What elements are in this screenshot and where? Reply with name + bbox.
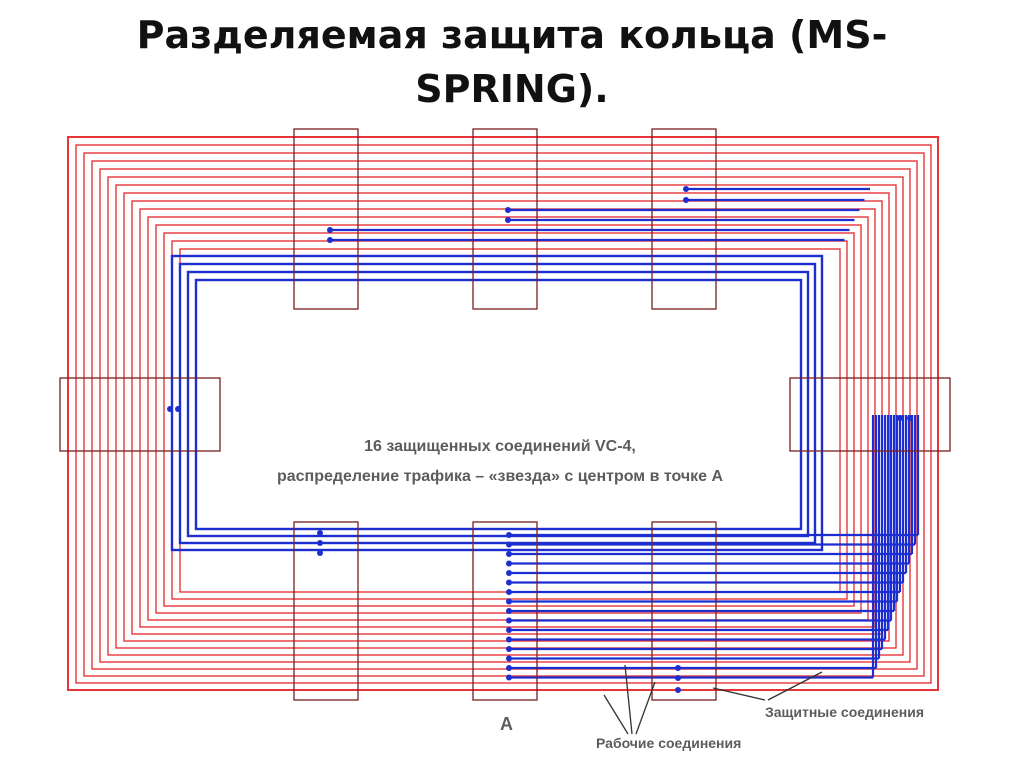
protection-ring [75, 144, 932, 684]
connection-dot [675, 675, 681, 681]
connection-dot [506, 665, 512, 671]
connection-dot [317, 530, 323, 536]
protection-ring [147, 216, 869, 621]
slide-title: Разделяемая защита кольца (MS-SPRING). [40, 8, 984, 116]
connection-dot [505, 207, 511, 213]
ring-node-box [293, 521, 359, 701]
protection-ring [163, 232, 855, 607]
connection-dot [506, 541, 512, 548]
connection-dot [175, 406, 181, 412]
connection-dot [317, 550, 323, 556]
working-leader-line [624, 664, 633, 735]
connection-dot [167, 406, 173, 412]
working-leader-line [635, 681, 656, 735]
working-connections-label: Рабочие соединения [596, 735, 742, 751]
center-caption-line1: 16 защищенных соединений VC-4, [364, 438, 636, 455]
node-a-label: A [500, 714, 513, 734]
ring-node-box [59, 377, 221, 452]
ring-node-box [651, 128, 717, 310]
connection-dot [506, 579, 512, 586]
connection-dot [907, 415, 913, 421]
slide-title-text: Разделяемая защита кольца (MS-SPRING). [136, 13, 888, 111]
connection-dot [506, 589, 512, 595]
working-leader-line [603, 694, 629, 735]
working-ring [194, 278, 803, 531]
connection-dot [506, 532, 512, 538]
protection-connections-label: Защитные соединения [765, 704, 925, 720]
connection-dot [327, 227, 333, 233]
connection-dot [506, 627, 512, 633]
connection-dot [506, 617, 512, 624]
connection-dot [506, 608, 512, 614]
connection-dot [675, 687, 681, 693]
center-caption-line2: распределение трафика – «звезда» с центр… [276, 468, 724, 485]
ring-node-box [789, 377, 951, 452]
ring-node-box [293, 128, 359, 310]
connection-dot [506, 636, 512, 643]
connection-dot [683, 186, 689, 192]
connection-dot [506, 560, 512, 567]
protection-ring [115, 184, 897, 649]
connection-dot [506, 674, 512, 681]
working-ring [178, 262, 817, 545]
protection-ring [179, 248, 841, 593]
working-ring [186, 270, 810, 538]
working-ring [170, 254, 824, 552]
connection-dot [897, 415, 903, 421]
connection-dot [506, 598, 512, 605]
connection-dot [327, 237, 333, 243]
protection-leader-line [767, 671, 823, 701]
ring-node-box [472, 521, 538, 701]
protection-ring [99, 168, 911, 663]
protection-leader-line [712, 687, 766, 701]
ring-node-box [651, 521, 717, 701]
connection-dot [675, 665, 681, 671]
connection-dot [506, 570, 512, 576]
protection-ring [67, 136, 939, 691]
connection-dot [506, 655, 512, 662]
connection-dot [683, 197, 689, 203]
connection-dot [317, 540, 323, 546]
center-caption: 16 защищенных соединений VC-4, распредел… [200, 432, 800, 492]
connection-dot [506, 646, 512, 652]
protection-ring [131, 200, 883, 635]
ring-node-box [472, 128, 538, 310]
connection-dot [506, 551, 512, 557]
connection-dot [505, 217, 511, 223]
protection-ring [83, 152, 925, 677]
